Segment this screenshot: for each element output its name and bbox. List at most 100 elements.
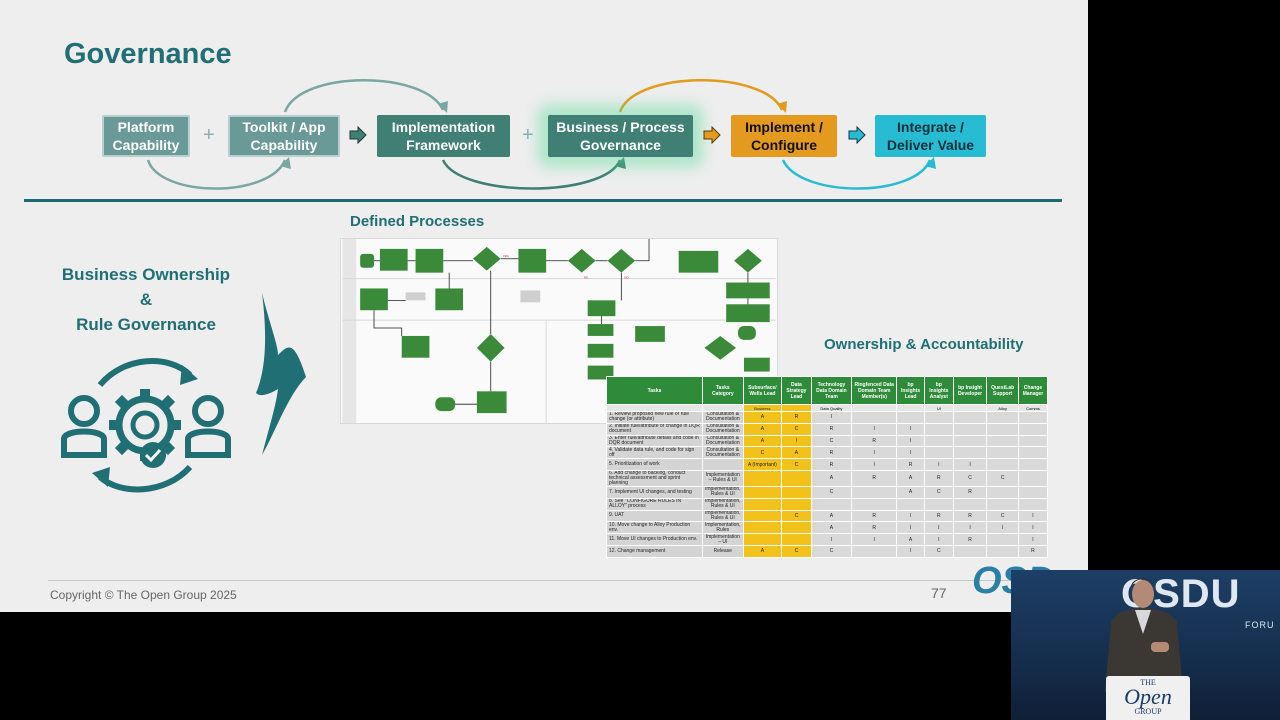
step-label: Toolkit / App Capability [242, 119, 326, 153]
footer-divider [48, 580, 1028, 581]
raci-value-cell: A [742, 544, 783, 558]
svg-text:NO: NO [624, 276, 629, 280]
raci-value-cell [952, 544, 988, 558]
raci-value-cell: A [810, 521, 853, 535]
raci-subheader-cell [606, 404, 703, 412]
raci-value-cell: C [781, 544, 812, 558]
raci-value-cell: R [923, 469, 954, 487]
step-integrate-deliver-value: Integrate / Deliver Value [875, 115, 986, 157]
raci-value-cell [986, 411, 1019, 424]
slide: Governance Platform Capability + Toolkit… [0, 0, 1088, 612]
raci-value-cell [1017, 485, 1049, 499]
arrow-right-icon [349, 125, 367, 145]
raci-value-cell: C [742, 446, 783, 460]
raci-subheader-cell: Comms [1017, 404, 1049, 412]
curve-platform-to-toolkit [146, 159, 287, 190]
raci-value-cell: I [851, 458, 898, 471]
raci-value-cell [896, 411, 925, 424]
raci-value-cell [896, 497, 925, 511]
raci-value-cell [851, 544, 898, 558]
raci-category-cell: Implementation, Rules & UI [702, 485, 744, 499]
plus-connector: + [522, 124, 534, 146]
raci-value-cell: I [952, 521, 988, 535]
raci-header-cell: Change Manager [1017, 376, 1049, 405]
raci-category-cell: Consultation & Documentation [702, 411, 744, 424]
raci-value-cell [1017, 422, 1049, 436]
step-implementation-framework: Implementation Framework [377, 115, 510, 157]
raci-row: 3. Enter rule/attribute details and code… [606, 434, 1049, 448]
raci-value-cell: R [851, 434, 898, 448]
podium-text: THE [1140, 678, 1156, 687]
raci-task-cell: 10. Move change to Alloy Production env. [606, 521, 703, 535]
raci-value-cell [1017, 434, 1049, 448]
raci-value-cell [781, 533, 812, 546]
curve-toolkit-to-implementation [283, 79, 445, 113]
copyright-text: Copyright © The Open Group 2025 [50, 588, 237, 602]
raci-value-cell [742, 485, 783, 499]
process-curves [146, 79, 936, 190]
section-divider [24, 199, 1062, 202]
step-label: Business / Process Governance [556, 119, 685, 153]
raci-value-cell: R [851, 469, 898, 487]
zigzag-arrow-icon [256, 293, 306, 455]
raci-subheader-cell: Alloy [986, 404, 1019, 412]
raci-value-cell: I [896, 544, 925, 558]
raci-value-cell: I [1017, 521, 1049, 535]
raci-value-cell [1017, 411, 1049, 424]
ownership-accountability-heading: Ownership & Accountability [824, 336, 1024, 353]
arrow-right-icon [703, 125, 721, 145]
raci-value-cell [986, 422, 1019, 436]
arrow-right-icon [848, 125, 866, 145]
raci-value-cell: R [810, 458, 853, 471]
raci-value-cell [1017, 446, 1049, 460]
raci-value-cell: R [851, 509, 898, 523]
raci-value-cell: I [923, 521, 954, 535]
raci-value-cell [1017, 458, 1049, 471]
raci-header-cell: bp Insight Developer [952, 376, 988, 405]
raci-value-cell [1017, 469, 1049, 487]
raci-value-cell: I [896, 434, 925, 448]
raci-value-cell: R [952, 533, 988, 546]
raci-value-cell: I [781, 434, 812, 448]
raci-task-cell: 2. Initiate rule/attribute or change in … [606, 422, 703, 436]
raci-value-cell [923, 497, 954, 511]
raci-task-cell: 4. Validate data rule, and code for sign… [606, 446, 703, 460]
raci-value-cell [781, 497, 812, 511]
raci-value-cell: C [810, 434, 853, 448]
raci-value-cell: R [1017, 544, 1049, 558]
step-business-process-governance: Business / Process Governance [548, 115, 693, 157]
speaker-video-feed: OSDU FORU THE Open GROUP [1011, 570, 1280, 720]
raci-value-cell: R [952, 485, 988, 499]
raci-subheader-cell: Business [742, 404, 783, 412]
raci-value-cell: R [896, 458, 925, 471]
raci-value-cell: A (Important) [742, 458, 783, 471]
open-group-podium: THE Open GROUP [1106, 676, 1190, 720]
raci-subheader-cell: Data Quality [810, 404, 853, 412]
curve-arrowhead [777, 101, 787, 113]
forum-banner-text: FORU [1245, 620, 1275, 630]
raci-value-cell: A [742, 411, 783, 424]
raci-value-cell: I [810, 533, 853, 546]
raci-value-cell [986, 446, 1019, 460]
raci-row: 4. Validate data rule, and code for sign… [606, 446, 1049, 460]
heading-line: & [139, 290, 153, 309]
raci-value-cell [923, 411, 954, 424]
raci-subheader-cell [851, 404, 898, 412]
step-label: Integrate / Deliver Value [886, 119, 975, 153]
raci-value-cell: I [810, 411, 853, 424]
raci-category-cell: Consultation & Documentation [702, 422, 744, 436]
raci-value-cell: C [986, 469, 1019, 487]
raci-category-cell: Consultation & Documentation [702, 434, 744, 448]
raci-value-cell [986, 434, 1019, 448]
raci-row: 6. Add change to backlog, conduct techni… [606, 469, 1049, 487]
raci-value-cell: I [986, 521, 1019, 535]
raci-value-cell: C [781, 422, 812, 436]
curve-implement-to-integrate [781, 159, 932, 190]
raci-value-cell: R [781, 411, 812, 424]
raci-task-cell: 12. Change management [606, 544, 703, 558]
